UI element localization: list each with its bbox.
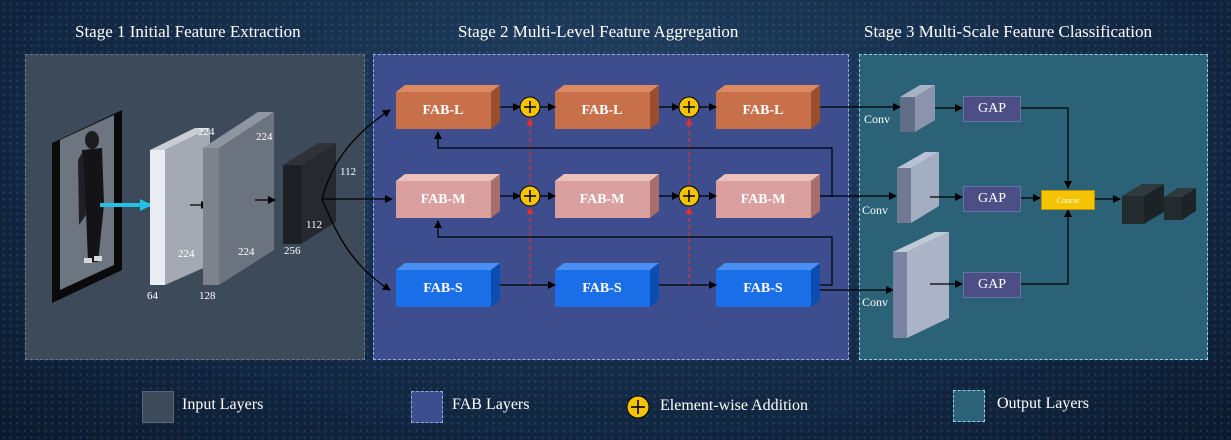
label-224-a: 224 — [198, 126, 215, 138]
label-256: 256 — [284, 245, 301, 257]
fab-l-label-1: FAB-L — [422, 103, 464, 118]
fab-l-label-2: FAB-L — [581, 103, 623, 118]
label-224-b: 224 — [256, 131, 273, 143]
fab-s-label-2: FAB-S — [582, 281, 622, 296]
addition-l-1 — [519, 96, 541, 118]
fab-m-label-3: FAB-M — [740, 192, 786, 207]
fab-s-block-2 — [555, 263, 659, 307]
legend-output-text: Output Layers — [997, 395, 1089, 412]
conv-block-128 — [203, 112, 274, 285]
legend-fab-text: FAB Layers — [452, 396, 530, 413]
legend-input-text: Input Layers — [182, 396, 264, 413]
fab-m-block-1 — [396, 174, 500, 218]
stage1-title: Stage 1 Initial Feature Extraction — [75, 22, 301, 41]
fab-l-block-2 — [555, 85, 659, 129]
conv-large — [893, 232, 949, 338]
legend-fab-swatch — [411, 391, 443, 423]
concat-box: Concat — [1041, 190, 1095, 210]
output-feature-2 — [1164, 188, 1196, 220]
fab-m-block-2 — [555, 174, 659, 218]
stage3-title: Stage 3 Multi-Scale Feature Classificati… — [864, 22, 1152, 41]
addition-m-1 — [519, 185, 541, 207]
conv-label-1: Conv — [864, 112, 891, 126]
fab-m-block-3 — [716, 174, 820, 218]
fab-s-block-1 — [396, 263, 500, 307]
gap-box-3: GAP — [963, 272, 1021, 298]
label-128: 128 — [199, 290, 216, 302]
conv-label-2: Conv — [862, 203, 889, 217]
gap-box-2: GAP — [963, 186, 1021, 212]
gap-box-1: GAP — [963, 96, 1021, 122]
conv-block-256 — [283, 143, 336, 244]
legend-add-text: Element-wise Addition — [660, 397, 808, 414]
fab-m-label-2: FAB-M — [579, 192, 625, 207]
legend-add-icon — [626, 395, 650, 419]
label-112-b: 112 — [340, 166, 357, 178]
addition-l-2 — [678, 96, 700, 118]
conv-label-3: Conv — [862, 295, 889, 309]
fab-l-block-3 — [716, 85, 820, 129]
fab-s-label-1: FAB-S — [423, 281, 463, 296]
label-224-d: 224 — [238, 246, 255, 258]
fab-s-block-3 — [716, 263, 820, 307]
addition-m-2 — [678, 185, 700, 207]
legend-input-swatch — [142, 391, 174, 423]
fab-l-block-1 — [396, 85, 500, 129]
conv-small — [900, 85, 935, 132]
label-224-c: 224 — [178, 248, 195, 260]
input-image — [52, 110, 122, 303]
label-64: 64 — [147, 290, 158, 302]
output-feature-1 — [1122, 184, 1164, 224]
conv-block-64 — [150, 128, 210, 285]
fab-m-label-1: FAB-M — [420, 192, 466, 207]
label-112-a: 112 — [306, 219, 323, 231]
conv-medium — [897, 152, 939, 223]
fab-l-label-3: FAB-L — [742, 103, 784, 118]
legend-output-swatch — [953, 390, 985, 422]
fab-s-label-3: FAB-S — [743, 281, 783, 296]
stage2-title: Stage 2 Multi-Level Feature Aggregation — [458, 22, 739, 41]
